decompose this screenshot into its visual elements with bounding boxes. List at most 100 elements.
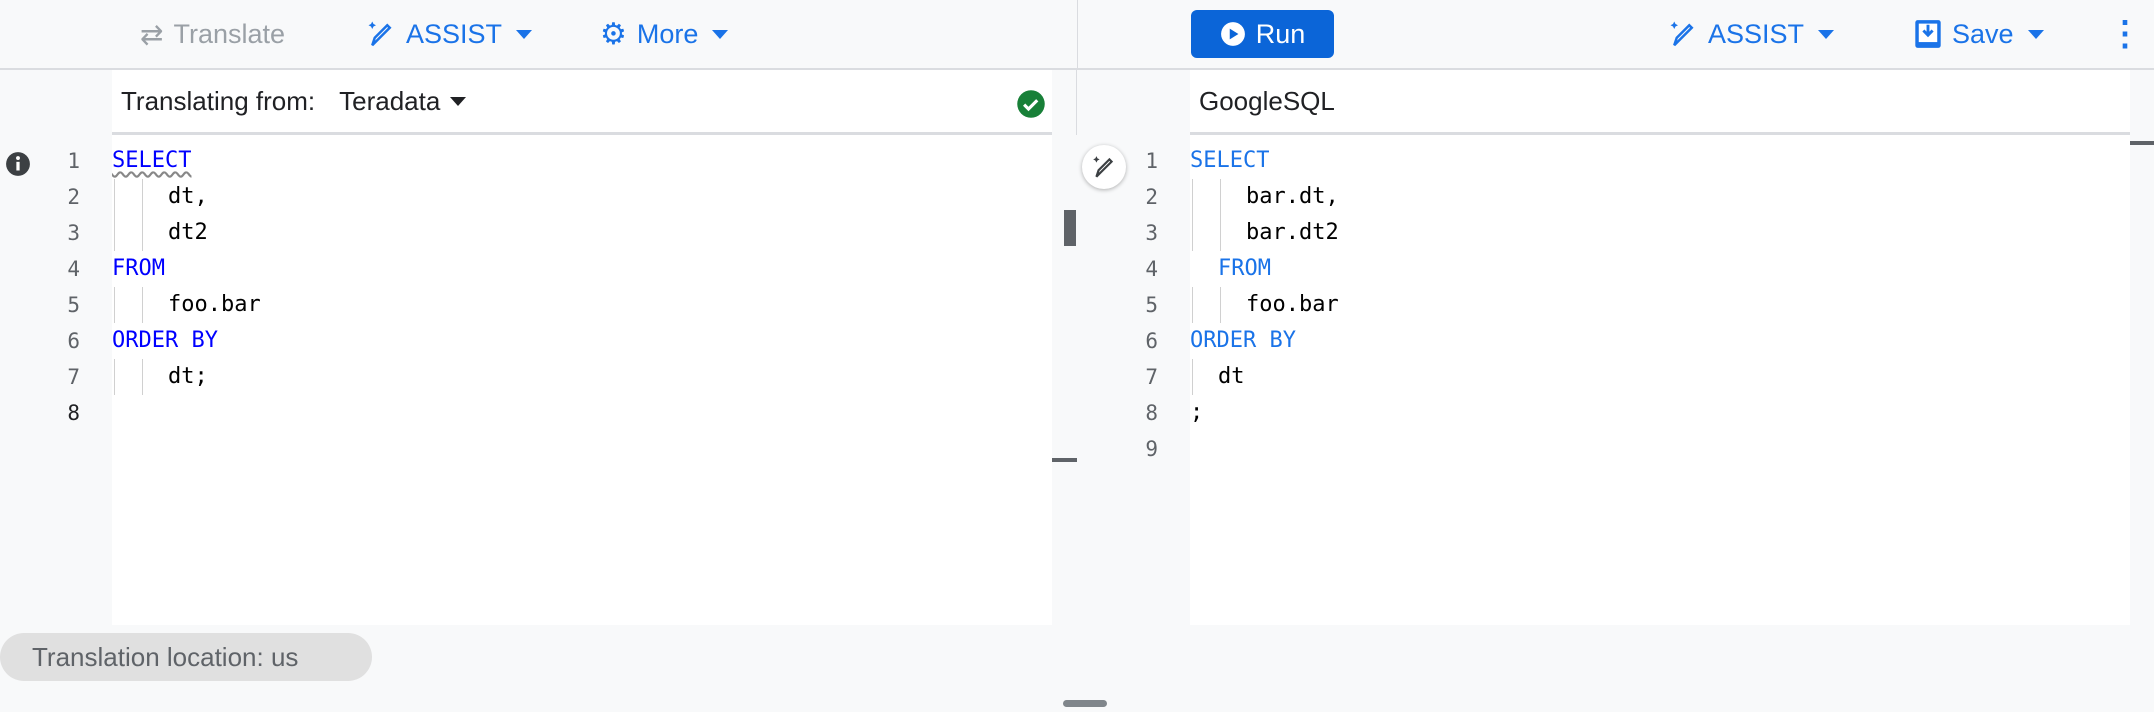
target-pane: GoogleSQL 1 2 3 4 5 6 7 8 9 SELECT bar.dt, bar.dt2…: [1078, 70, 2154, 625]
line-number: 7: [1145, 365, 1158, 389]
line-number: 6: [67, 329, 80, 353]
code-line: ;: [1190, 395, 1203, 431]
more-options-icon[interactable]: ⋮: [2108, 15, 2142, 53]
indent-guide: [114, 287, 115, 323]
target-toolbar: Run ASSIST Save ⋮: [1077, 0, 2154, 70]
line-number: 1: [1145, 149, 1158, 173]
code-line: FROM: [112, 251, 165, 287]
translate-button[interactable]: ⇄ Translate: [140, 14, 285, 54]
resize-handle[interactable]: [1063, 700, 1107, 707]
sql-keyword: FROM: [112, 256, 165, 281]
line-number: 8: [1145, 401, 1158, 425]
sql-keyword: SELECT: [112, 148, 192, 173]
translation-location-chip[interactable]: Translation location: us: [0, 633, 372, 681]
indent-guide: [142, 359, 143, 395]
sql-keyword: SELECT: [1190, 148, 1270, 173]
translation-location-label: Translation location: us: [32, 641, 299, 672]
assist-button-left[interactable]: ASSIST: [366, 14, 533, 54]
indent-guide: [114, 215, 115, 251]
assist-label: ASSIST: [1708, 18, 1805, 49]
line-number: 6: [1145, 329, 1158, 353]
code-text: foo.bar: [168, 292, 261, 317]
code-line: foo.bar: [1246, 287, 1339, 323]
sql-keyword: ORDER BY: [1190, 328, 1296, 353]
caret-down-icon: [1818, 29, 1835, 39]
line-number: 1: [67, 149, 80, 173]
assist-suggestion-button[interactable]: [1082, 145, 1126, 189]
save-button[interactable]: Save: [1914, 14, 2044, 54]
source-dialect-select[interactable]: Teradata: [339, 85, 467, 117]
code-text: dt2: [168, 220, 208, 245]
sql-keyword: FROM: [1218, 256, 1271, 281]
assist-label: ASSIST: [406, 18, 503, 49]
source-toolbar: ⇄ Translate ASSIST ⚙ More: [0, 0, 1077, 70]
indent-guide: [1192, 179, 1193, 215]
indent-guide: [1220, 287, 1221, 323]
line-number: 7: [67, 365, 80, 389]
line-number: 2: [67, 185, 80, 209]
caret-down-icon: [516, 29, 533, 39]
source-scrollbar[interactable]: [1052, 135, 1077, 625]
indent-guide: [142, 215, 143, 251]
save-download-icon: [1915, 20, 1941, 48]
line-number: 2: [1145, 185, 1158, 209]
line-number: 4: [67, 257, 80, 281]
code-line: dt: [1218, 359, 1245, 395]
code-line: dt2: [168, 215, 208, 251]
code-line: SELECT: [1190, 143, 1269, 179]
code-line: ORDER BY: [1190, 323, 1296, 359]
run-label: Run: [1255, 18, 1306, 49]
gear-icon: ⚙: [600, 17, 627, 51]
target-gutter: 1 2 3 4 5 6 7 8 9: [1078, 135, 1190, 625]
magic-pen-icon: [1670, 21, 1694, 47]
code-text: dt;: [168, 364, 208, 389]
more-label: More: [636, 18, 699, 49]
assist-button-right[interactable]: ASSIST: [1668, 14, 1835, 54]
code-text: dt: [1218, 364, 1245, 389]
caret-down-icon: [450, 96, 467, 106]
line-number: 3: [1145, 221, 1158, 245]
caret-down-icon: [712, 29, 729, 39]
magic-pen-icon: [368, 21, 392, 47]
indent-guide: [114, 359, 115, 395]
target-scrollbar[interactable]: [2130, 135, 2154, 625]
indent-guide: [1192, 215, 1193, 251]
code-line: dt,: [168, 179, 208, 215]
code-text: bar.dt,: [1246, 184, 1339, 209]
code-text: bar.dt2: [1246, 220, 1339, 245]
check-circle-icon: [1017, 90, 1045, 118]
indent-guide: [1192, 359, 1193, 395]
code-line: foo.bar: [168, 287, 261, 323]
indent-guide: [114, 179, 115, 215]
code-line: FROM: [1218, 251, 1271, 287]
indent-guide: [1192, 287, 1193, 323]
target-dialect-label: GoogleSQL: [1199, 85, 1335, 116]
indent-guide: [1220, 215, 1221, 251]
code-line: bar.dt,: [1246, 179, 1339, 215]
source-header: Translating from: Teradata: [112, 70, 1052, 135]
magic-pen-icon: [1093, 156, 1114, 178]
caret-down-icon: [2027, 29, 2044, 39]
translate-label: Translate: [173, 18, 286, 49]
code-line: bar.dt2: [1246, 215, 1339, 251]
indent-guide: [142, 287, 143, 323]
save-label: Save: [1952, 18, 2014, 49]
source-dialect-value: Teradata: [339, 85, 441, 116]
translating-from-label: Translating from:: [121, 85, 316, 116]
line-number: 5: [1145, 293, 1158, 317]
line-number: 3: [67, 221, 80, 245]
code-line: dt;: [168, 359, 208, 395]
line-number: 8: [67, 401, 80, 425]
line-number: 4: [1145, 257, 1158, 281]
line-number: 9: [1145, 437, 1158, 461]
more-button[interactable]: ⚙ More: [600, 14, 729, 54]
info-icon[interactable]: [5, 151, 31, 177]
code-text: foo.bar: [1246, 292, 1339, 317]
swap-arrows-icon: ⇄: [140, 18, 164, 50]
code-line: SELECT: [112, 143, 191, 179]
sql-keyword: ORDER BY: [112, 328, 218, 353]
run-button[interactable]: Run: [1191, 10, 1334, 58]
